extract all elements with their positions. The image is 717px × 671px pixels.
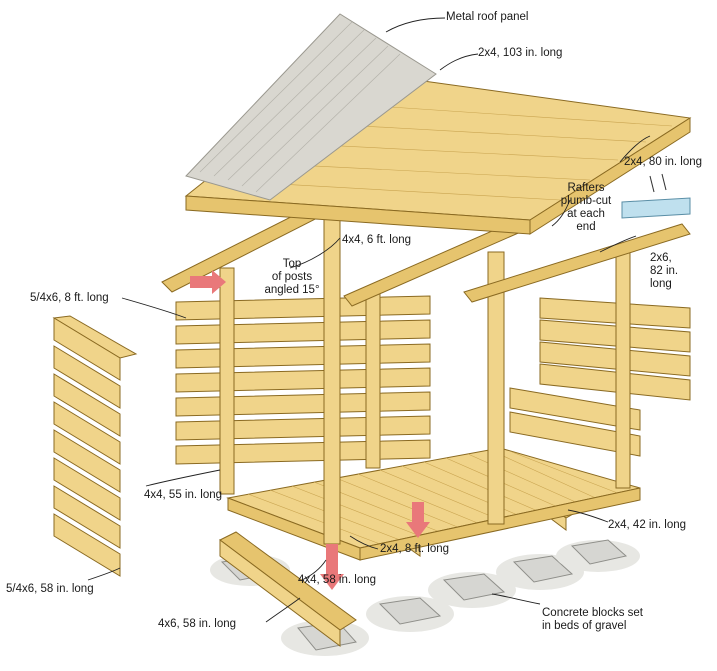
post-back-left bbox=[219, 267, 235, 495]
label-4x4-6ft: 4x4, 6 ft. long bbox=[342, 234, 412, 246]
concrete-block bbox=[512, 555, 574, 583]
concrete-block bbox=[378, 597, 442, 625]
assembly-arrows bbox=[190, 270, 430, 590]
label-metal-roof-panel: Metal roof panel bbox=[446, 11, 529, 23]
label-2x4-42: 2x4, 42 in. long bbox=[608, 519, 687, 531]
label-2x4-8ft: 2x4, 8 ft. long bbox=[380, 543, 450, 555]
label-4x4-58: 4x4, 58 in. long bbox=[298, 574, 377, 586]
post-back-right bbox=[365, 291, 381, 469]
post-side-right bbox=[615, 249, 631, 489]
concrete-block bbox=[442, 573, 506, 601]
label-4x6-58: 4x6, 58 in. long bbox=[158, 618, 237, 630]
leader-lines bbox=[87, 17, 651, 623]
label-2x4-103: 2x4, 103 in. long bbox=[478, 47, 563, 59]
back-wall bbox=[175, 295, 431, 465]
label-5-4x6-8ft: 5/4x6, 8 ft. long bbox=[30, 292, 109, 304]
concrete-blocks bbox=[210, 539, 640, 656]
rafter-detail bbox=[621, 173, 691, 219]
metal-roof-panel bbox=[185, 13, 437, 201]
left-siding-stack bbox=[52, 315, 138, 577]
label-5-4x6-58: 5/4x6, 58 in. long bbox=[6, 583, 94, 595]
label-2x6-82: 2x6,82 in.long bbox=[650, 252, 679, 290]
right-siding bbox=[509, 297, 691, 457]
posts bbox=[219, 195, 631, 545]
label-2x4-80: 2x4, 80 in. long bbox=[624, 156, 703, 168]
post-front-left bbox=[323, 195, 341, 545]
label-4x4-55: 4x4, 55 in. long bbox=[144, 489, 223, 501]
post-front-right bbox=[487, 251, 505, 525]
concrete-block bbox=[570, 539, 628, 565]
